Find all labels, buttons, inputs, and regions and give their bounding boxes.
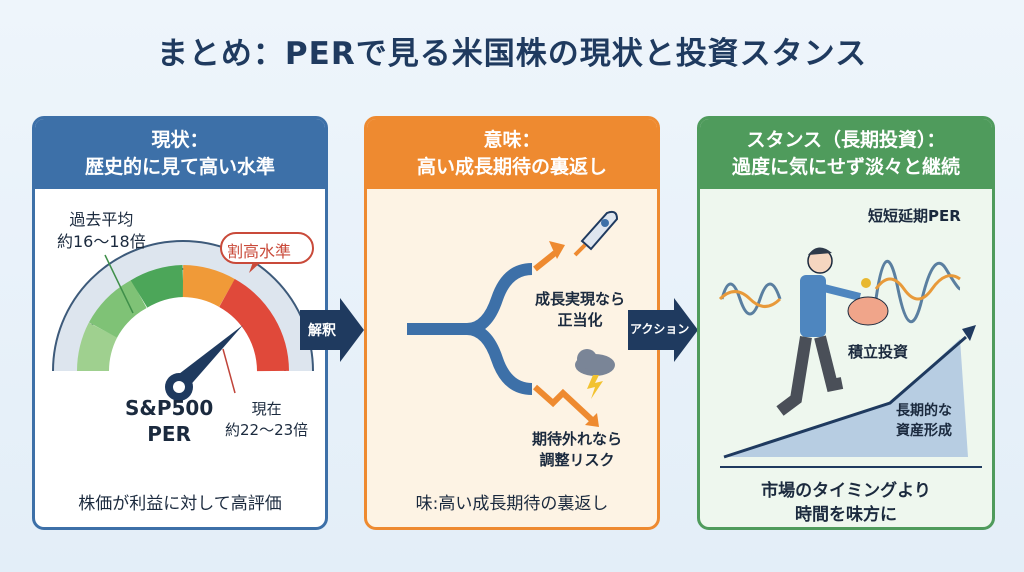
overvalued-badge: 割高水準 (227, 242, 292, 261)
current-per-label: 現在約22〜23倍 (225, 400, 309, 439)
page-title: まとめ：PERで見る米国株の現状と投資スタンス (156, 36, 868, 72)
piggy-bank-icon (847, 278, 889, 326)
historical-average-label: 過去平均約16〜18倍 (57, 210, 146, 251)
panel-meaning: 意味： 高い成長期待の裏返し 成長実現なら正当化 期待外れなら調整リスク 味:高… (364, 116, 660, 530)
rocket-icon (573, 210, 619, 257)
gauge-needle (175, 325, 243, 389)
branch-diagram (407, 210, 619, 427)
storm-cloud-icon (575, 349, 615, 399)
saving-label: 積立投資 (848, 343, 909, 361)
coin-icon (861, 278, 871, 288)
per-gauge (52, 232, 314, 401)
panel-stance: スタンス（長期投資）： 過度に気にせず淡々と継続 短短延期PER 積立投資 長期… (697, 116, 995, 530)
panel-header: スタンス（長期投資）： 過度に気にせず淡々と継続 (700, 119, 992, 189)
panel-footer: 味:高い成長期待の裏返し (415, 494, 609, 514)
long-term-investing-illustration (718, 247, 982, 468)
action-arrow: アクション (628, 298, 698, 362)
correction-risk-label: 期待外れなら調整リスク (532, 430, 623, 469)
investor-figure (776, 247, 861, 416)
panel-footer: 株価が利益に対して高評価 (78, 494, 282, 514)
growth-realized-label: 成長実現なら正当化 (535, 290, 626, 329)
header-line: 歴史的に見て高い水準 (84, 156, 275, 178)
interpret-arrow: 解釈 (300, 298, 364, 362)
panel-header: 意味： 高い成長期待の裏返し (367, 119, 657, 189)
asset-building-label: 長期的な資産形成 (896, 403, 952, 439)
panel-header: 現状： 歴史的に見て高い水準 (35, 119, 325, 189)
wave-label: 短短延期PER (868, 207, 961, 225)
panel-footer: 市場のタイミングより時間を味方に (761, 481, 931, 525)
header-line: 現状： (151, 129, 209, 151)
